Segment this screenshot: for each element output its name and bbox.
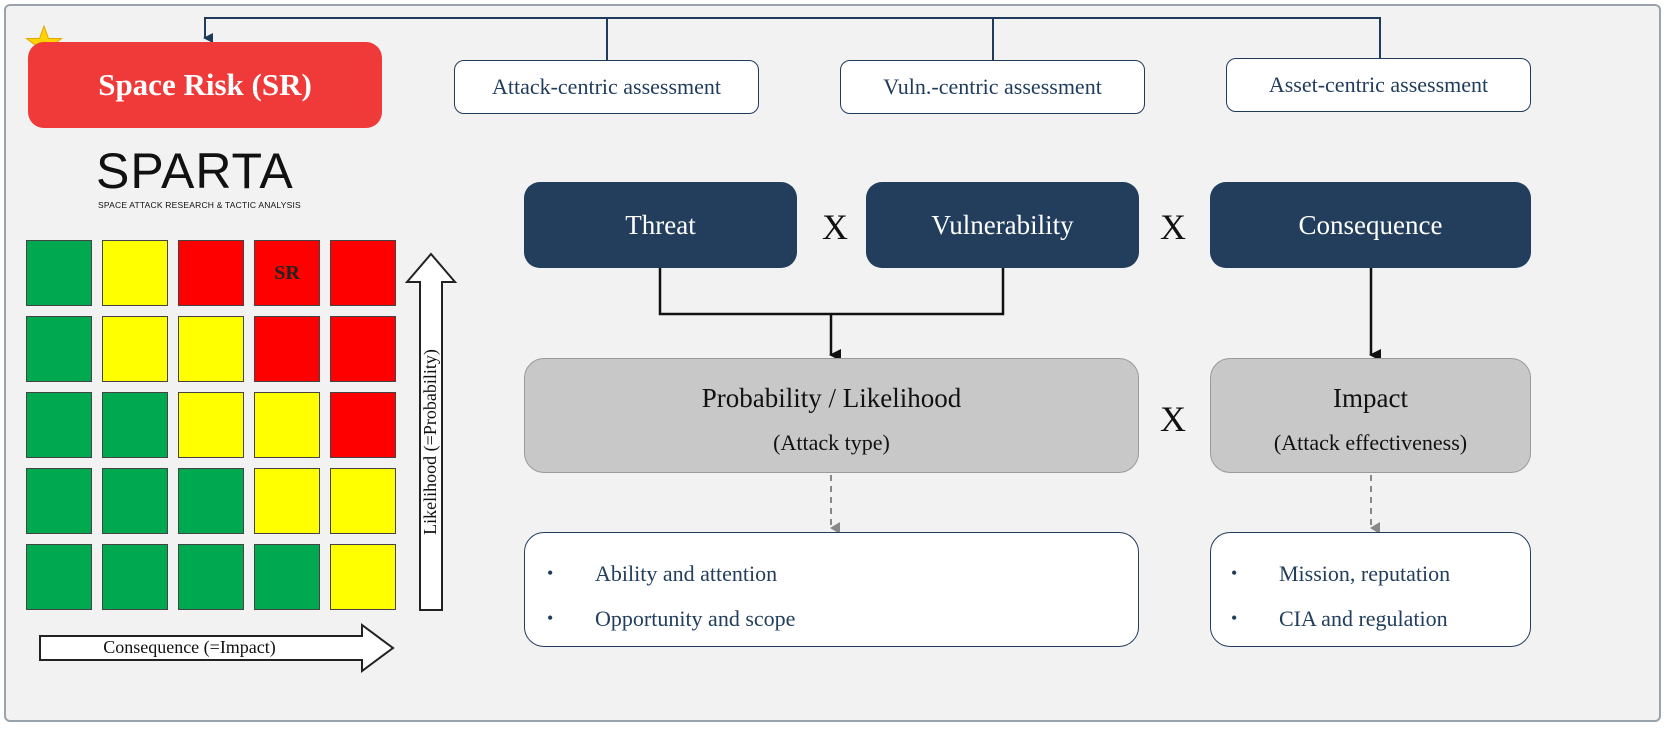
risk-cell-yellow bbox=[330, 468, 396, 534]
risk-cell-yellow bbox=[254, 392, 320, 458]
impact-box: Impact (Attack effectiveness) bbox=[1210, 358, 1531, 473]
bullet: • bbox=[1231, 563, 1238, 583]
risk-cell-yellow bbox=[330, 544, 396, 610]
impact-subtitle: (Attack effectiveness) bbox=[1273, 430, 1468, 455]
likelihood-axis-arrow bbox=[404, 252, 458, 611]
multiply-sign-1: X bbox=[822, 207, 848, 247]
risk-cell-yellow bbox=[102, 240, 168, 306]
likelihood-factor-item: Ability and attention bbox=[595, 561, 778, 586]
impact-factor-item: Mission, reputation bbox=[1279, 561, 1451, 586]
risk-cell-green bbox=[26, 392, 92, 458]
likelihood-factor-item: Opportunity and scope bbox=[595, 606, 796, 631]
risk-cell-red bbox=[254, 316, 320, 382]
multiply-sign-3: X bbox=[1160, 399, 1186, 439]
risk-cell-yellow bbox=[178, 392, 244, 458]
vulnerability-box: Vulnerability bbox=[866, 182, 1139, 268]
risk-cell-yellow bbox=[254, 468, 320, 534]
risk-cell-green bbox=[26, 544, 92, 610]
multiply-sign-2: X bbox=[1160, 207, 1186, 247]
bullet: • bbox=[547, 563, 554, 583]
asset-centric-assessment-box: Asset-centric assessment bbox=[1226, 58, 1531, 112]
risk-cell-red bbox=[330, 316, 396, 382]
risk-cell-red bbox=[330, 240, 396, 306]
consequence-axis-arrow bbox=[39, 623, 395, 673]
likelihood-factors-box: • Ability and attention • Opportunity an… bbox=[524, 532, 1139, 647]
impact-title: Impact bbox=[1333, 383, 1408, 413]
risk-cell-green bbox=[254, 544, 320, 610]
sparta-logo: SPARTA SPACE ATTACK RESEARCH & TACTIC AN… bbox=[96, 138, 336, 214]
risk-cell-sr-marker: SR bbox=[254, 240, 320, 306]
risk-matrix: SR bbox=[26, 240, 398, 618]
likelihood-axis-label: Likelihood (=Probability) bbox=[420, 349, 440, 535]
threat-box: Threat bbox=[524, 182, 797, 268]
risk-cell-yellow bbox=[178, 316, 244, 382]
probability-likelihood-box: Probability / Likelihood (Attack type) bbox=[524, 358, 1139, 473]
space-risk-title: Space Risk (SR) bbox=[28, 42, 382, 128]
attack-centric-assessment-box: Attack-centric assessment bbox=[454, 60, 759, 114]
impact-factors-box: • Mission, reputation • CIA and regulati… bbox=[1210, 532, 1531, 647]
risk-cell-green bbox=[102, 544, 168, 610]
risk-cell-green bbox=[26, 468, 92, 534]
risk-cell-red bbox=[178, 240, 244, 306]
risk-cell-green bbox=[102, 468, 168, 534]
risk-cell-green bbox=[102, 392, 168, 458]
sparta-logo-text: SPARTA bbox=[96, 143, 294, 199]
bullet: • bbox=[547, 608, 554, 628]
consequence-box: Consequence bbox=[1210, 182, 1531, 268]
sparta-logo-subtitle: SPACE ATTACK RESEARCH & TACTIC ANALYSIS bbox=[98, 200, 301, 210]
threat-vuln-merge bbox=[658, 268, 1005, 316]
risk-cell-yellow bbox=[102, 316, 168, 382]
assessment-connector bbox=[203, 17, 1381, 60]
risk-cell-green bbox=[26, 240, 92, 306]
risk-cell-red bbox=[330, 392, 396, 458]
consequence-axis-label: Consequence (=Impact) bbox=[103, 637, 276, 657]
probability-subtitle: (Attack type) bbox=[773, 430, 890, 455]
bullet: • bbox=[1231, 608, 1238, 628]
risk-cell-green bbox=[26, 316, 92, 382]
probability-title: Probability / Likelihood bbox=[701, 383, 962, 413]
risk-cell-green bbox=[178, 544, 244, 610]
vuln-centric-assessment-box: Vuln.-centric assessment bbox=[840, 60, 1145, 114]
impact-factor-item: CIA and regulation bbox=[1279, 606, 1448, 631]
risk-cell-green bbox=[178, 468, 244, 534]
